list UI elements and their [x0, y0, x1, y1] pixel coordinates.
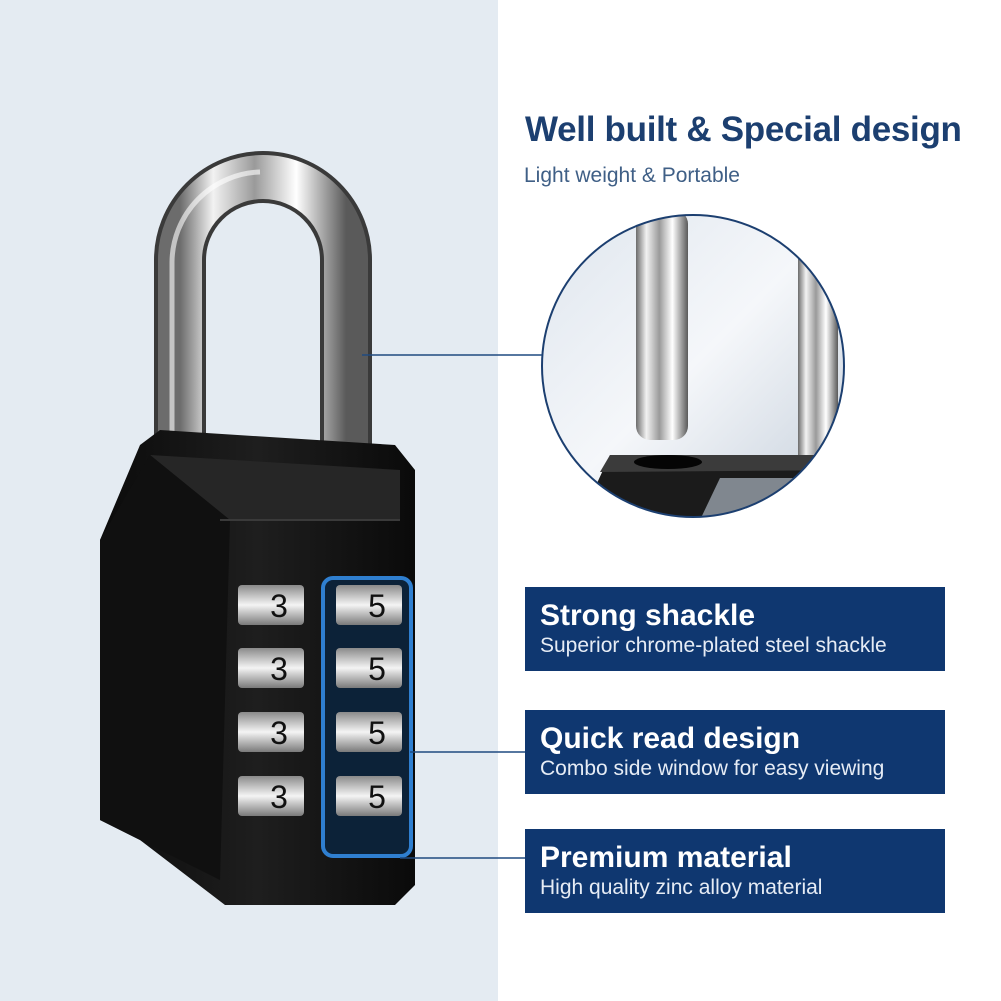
dial-digit-right-4[interactable]: 5 [368, 779, 386, 815]
dial-digit-left-4[interactable]: 3 [270, 779, 288, 815]
feature-card-strong-shackle: Strong shackle Superior chrome-plated st… [525, 587, 945, 671]
feature-title: Strong shackle [540, 599, 756, 632]
left-dial-column [238, 585, 304, 816]
feature-description: Combo side window for easy viewing [540, 757, 885, 780]
right-dial-column [336, 585, 402, 816]
dial-digit-left-3[interactable]: 3 [270, 715, 288, 751]
page-title: Well built & Special design [525, 110, 962, 149]
page-subtitle: Light weight & Portable [524, 164, 740, 187]
feature-description: Superior chrome-plated steel shackle [540, 634, 887, 657]
shackle-closeup-circle [541, 214, 845, 518]
dial-digit-right-1[interactable]: 5 [368, 588, 386, 624]
dial-digit-left-1[interactable]: 3 [270, 588, 288, 624]
dial-digit-right-2[interactable]: 5 [368, 651, 386, 687]
dial-digit-left-2[interactable]: 3 [270, 651, 288, 687]
feature-title: Quick read design [540, 722, 801, 755]
feature-card-premium-material: Premium material High quality zinc alloy… [525, 829, 945, 913]
dial-digit-right-3[interactable]: 5 [368, 715, 386, 751]
shackle [154, 151, 372, 500]
feature-title: Premium material [540, 841, 792, 874]
feature-card-quick-read: Quick read design Combo side window for … [525, 710, 945, 794]
feature-description: High quality zinc alloy material [540, 876, 823, 899]
